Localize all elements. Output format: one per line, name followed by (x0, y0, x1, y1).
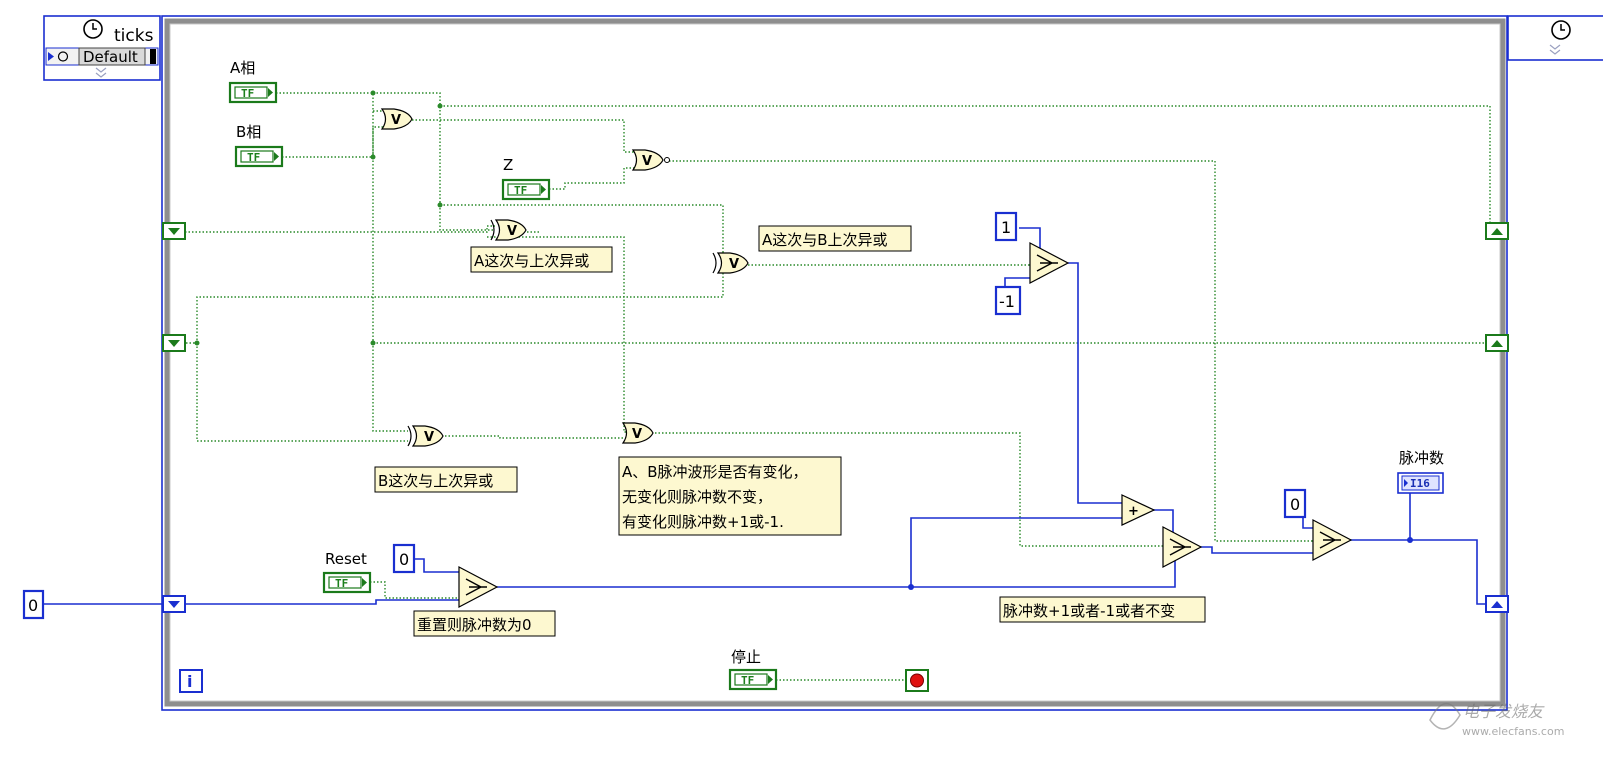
shift-register-right-3[interactable] (1485, 595, 1509, 613)
timing-output-node[interactable] (1507, 15, 1603, 61)
note-a-xor: A这次与上次异或 (470, 246, 613, 273)
svg-text:0: 0 (28, 596, 38, 615)
svg-text:-1: -1 (999, 292, 1015, 311)
xor-gate-a[interactable]: V (490, 219, 527, 241)
note-reset: 重置则脉冲数为0 (413, 610, 556, 637)
svg-text:TF: TF (514, 184, 527, 197)
svg-text:V: V (424, 430, 434, 445)
note-b-xor: B这次与上次异或 (374, 466, 518, 493)
svg-text:A这次与B上次异或: A这次与B上次异或 (762, 231, 888, 249)
svg-text:V: V (729, 257, 739, 272)
or-gate-z[interactable]: V (632, 149, 670, 171)
reset-label: Reset (325, 550, 367, 568)
integer-junctions (908, 537, 1413, 590)
a-phase-control[interactable]: A相 TF (228, 59, 278, 104)
svg-text:V: V (391, 113, 401, 128)
svg-text:1: 1 (1001, 218, 1011, 237)
expand-chevron-icon (1549, 44, 1561, 55)
svg-text:A、B脉冲波形是否有变化，: A、B脉冲波形是否有变化， (622, 463, 808, 481)
terminal-arrow-icon (48, 52, 54, 61)
svg-text:电子发烧友: 电子发烧友 (1463, 702, 1545, 721)
or-gate-change[interactable]: V (622, 422, 654, 444)
stop-label: 停止 (731, 648, 761, 666)
reset-control[interactable]: Reset TF (322, 550, 372, 594)
add-node[interactable]: + (1121, 494, 1156, 526)
svg-text:TF: TF (241, 87, 254, 100)
timing-input-node[interactable]: ticks Default (43, 15, 161, 81)
svg-text:V: V (642, 154, 652, 169)
select-z[interactable] (1312, 519, 1353, 561)
shift-register-left-3[interactable] (162, 595, 186, 613)
stop-condition-terminal[interactable] (905, 669, 929, 692)
timed-loop[interactable] (161, 15, 1508, 711)
constant-zero-reset[interactable]: 0 (392, 543, 416, 574)
shift-register-left-2[interactable] (162, 334, 186, 352)
svg-text:无变化则脉冲数不变，: 无变化则脉冲数不变， (622, 488, 772, 506)
a-phase-label: A相 (230, 59, 255, 77)
svg-text:0: 0 (1290, 495, 1300, 514)
note-ab-xor: A这次与B上次异或 (758, 225, 912, 252)
watermark-logo-icon (1429, 703, 1461, 730)
constant-zero-right[interactable]: 0 (1283, 488, 1307, 519)
shift-register-right-2[interactable] (1485, 334, 1509, 352)
down-arrow-icon (168, 228, 180, 235)
pulse-count-indicator[interactable]: 脉冲数 I16 (1397, 449, 1444, 494)
or-gate-ab[interactable]: V (381, 108, 413, 130)
note-change: A、B脉冲波形是否有变化， 无变化则脉冲数不变， 有变化则脉冲数+1或-1. (618, 456, 842, 536)
svg-text:A这次与上次异或: A这次与上次异或 (474, 252, 589, 270)
svg-text:重置则脉冲数为0: 重置则脉冲数为0 (417, 616, 532, 634)
svg-text:I16: I16 (1410, 477, 1430, 490)
stop-control[interactable]: 停止 TF (728, 648, 778, 691)
xor-gate-b[interactable]: V (407, 425, 444, 447)
b-phase-control[interactable]: B相 TF (234, 123, 284, 168)
svg-text:TF: TF (335, 577, 348, 590)
svg-text:TF: TF (247, 151, 260, 164)
svg-text:B这次与上次异或: B这次与上次异或 (378, 472, 493, 490)
select-change[interactable] (1162, 526, 1203, 568)
svg-text:脉冲数+1或者-1或者不变: 脉冲数+1或者-1或者不变 (1003, 602, 1175, 620)
watermark: 电子发烧友 www.elecfans.com (1429, 702, 1564, 738)
constant-zero-init[interactable]: 0 (22, 589, 45, 620)
up-arrow-icon (1491, 228, 1503, 235)
svg-text:V: V (632, 427, 642, 442)
shift-register-left-1[interactable] (162, 222, 186, 240)
z-control[interactable]: Z TF (501, 156, 551, 201)
svg-text:TF: TF (741, 674, 754, 687)
down-arrow-icon (168, 340, 180, 347)
timer-icon (57, 51, 69, 62)
expand-chevron-icon (95, 67, 107, 78)
select-reset[interactable] (458, 566, 499, 608)
note-count: 脉冲数+1或者-1或者不变 (999, 596, 1206, 623)
svg-text:有变化则脉冲数+1或-1.: 有变化则脉冲数+1或-1. (622, 513, 784, 531)
pulse-count-label: 脉冲数 (1399, 449, 1444, 467)
wire-junctions (194, 90, 443, 346)
integer-wires (42, 227, 1488, 605)
ticks-label: ticks (114, 26, 154, 46)
up-arrow-icon (1491, 601, 1503, 608)
stop-sign-icon (910, 673, 924, 688)
down-arrow-icon (168, 601, 180, 608)
z-label: Z (503, 156, 513, 174)
constant-one[interactable]: 1 (994, 211, 1018, 242)
svg-text:V: V (507, 224, 517, 239)
svg-text:www.elecfans.com: www.elecfans.com (1462, 725, 1564, 738)
b-phase-label: B相 (236, 123, 261, 141)
svg-text:0: 0 (399, 550, 409, 569)
default-label: Default (83, 48, 138, 66)
svg-text:+: + (1128, 504, 1139, 519)
constant-neg-one[interactable]: -1 (994, 285, 1022, 316)
up-arrow-icon (1491, 340, 1503, 347)
shift-register-right-1[interactable] (1485, 222, 1509, 240)
select-direction[interactable] (1029, 242, 1070, 284)
boolean-wires (185, 92, 1491, 681)
iteration-terminal[interactable]: i (179, 669, 203, 693)
xor-gate-ab[interactable]: V (712, 252, 749, 274)
svg-text:i: i (187, 672, 192, 691)
